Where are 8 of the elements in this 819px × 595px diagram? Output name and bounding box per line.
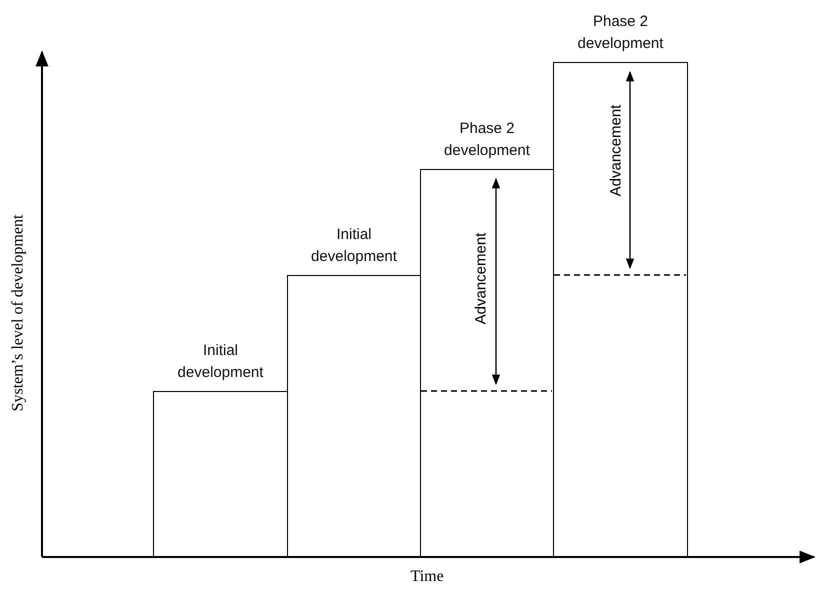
bar-heading: Phase 2 development <box>576 12 664 54</box>
bar-heading: Initial development <box>310 225 398 267</box>
bar-heading: Phase 2 development <box>443 119 531 161</box>
axis-title: System’s level of development <box>8 214 27 412</box>
dimension-label: Advancement <box>607 104 624 196</box>
axis-title: Time <box>410 568 444 586</box>
bar-heading: Initial development <box>176 341 264 383</box>
dimension-label: Advancement <box>472 232 490 324</box>
